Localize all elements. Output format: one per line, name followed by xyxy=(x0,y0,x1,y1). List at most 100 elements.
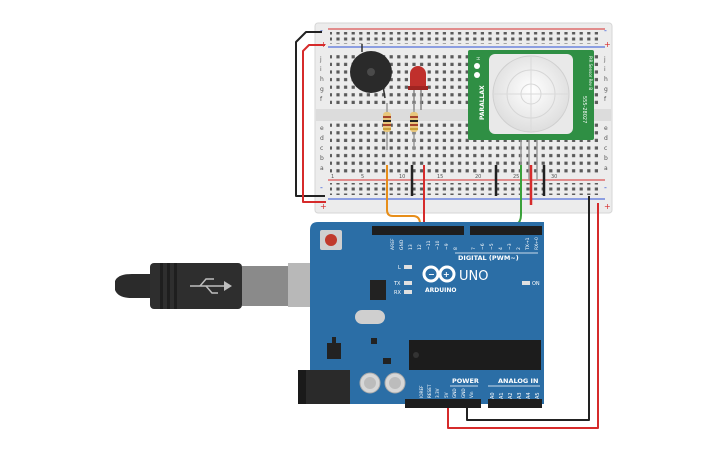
power-jack-face xyxy=(298,370,306,404)
col-number: 30 xyxy=(551,174,557,180)
resistor-band xyxy=(383,124,391,126)
arduino-label: ARDUINO xyxy=(425,287,456,294)
pin-label: ~11 xyxy=(426,240,432,250)
wire-black-rail-left[interactable] xyxy=(295,31,325,197)
smd-chip xyxy=(371,338,377,344)
pin-label: ~6 xyxy=(480,243,486,250)
row-letter: a xyxy=(604,165,608,172)
pin-label: A0 xyxy=(490,392,496,399)
row-letter: j xyxy=(319,56,322,63)
rail-minus-bottom-left: - xyxy=(320,183,323,192)
col-number: 10 xyxy=(399,174,405,180)
row-letter: a xyxy=(320,165,324,172)
header-top-left xyxy=(372,226,464,235)
crystal xyxy=(355,310,385,324)
wire-red-rail-left[interactable] xyxy=(302,44,326,203)
power-jack[interactable] xyxy=(298,370,350,404)
resistor-2[interactable] xyxy=(410,103,418,150)
smd-chip xyxy=(383,358,391,364)
rail-minus-top-right: - xyxy=(604,26,607,35)
resistor-1[interactable] xyxy=(383,103,391,150)
pir-sensor[interactable]: PARALLAX 555-28027 PIR Sensor Rev B H xyxy=(468,50,594,180)
capacitor-top xyxy=(364,377,376,389)
on-label: ON xyxy=(532,281,540,287)
logo-loop-right xyxy=(438,265,456,283)
rail-plus-bottom-left: + xyxy=(320,202,327,211)
row-letter: e xyxy=(604,125,608,132)
resistor-band xyxy=(383,120,391,122)
pin-label: 2 xyxy=(516,247,522,250)
row-letter: d xyxy=(320,135,324,142)
red-led[interactable] xyxy=(408,66,428,110)
piezo-buzzer[interactable] xyxy=(350,44,392,99)
led-label-tx: TX xyxy=(393,281,401,287)
row-letter: f xyxy=(320,96,323,103)
analog-pin-labels: A0 A1 A2 A3 A4 A5 xyxy=(490,392,541,399)
led-label-l: L xyxy=(398,265,401,271)
arduino-uno-board[interactable]: AREF GND 13 12 ~11 ~10 ~9 8 7 ~6 ~5 4 ~3… xyxy=(298,222,544,408)
top-pin-labels: AREF GND 13 12 ~11 ~10 ~9 8 7 ~6 ~5 4 ~3… xyxy=(390,237,540,251)
col-number: 5 xyxy=(361,174,364,180)
resistor-band xyxy=(410,116,418,118)
pir-brand: PARALLAX xyxy=(479,85,486,120)
pin-label: ~3 xyxy=(507,243,513,250)
pin-label: A5 xyxy=(535,392,541,399)
pin-label: ~9 xyxy=(444,243,450,250)
usb-grip xyxy=(160,263,177,309)
digital-label: DIGITAL (PWM~) xyxy=(458,254,519,262)
row-letter: c xyxy=(320,145,323,152)
row-letter: j xyxy=(603,56,606,63)
pin-label: AREF xyxy=(390,238,396,250)
rail-minus-top-left: - xyxy=(320,26,323,35)
row-letter: g xyxy=(320,86,324,93)
usb-grip-line xyxy=(167,263,170,309)
usb-symbol-branch xyxy=(199,278,214,287)
pin-label: 3.3V xyxy=(435,388,440,398)
usb-symbol-icon xyxy=(190,278,226,294)
pin-label: GND xyxy=(461,388,466,398)
power-pin-labels: IOREF RESET 3.3V 5V GND GND Vin xyxy=(419,384,474,398)
pin-label: A3 xyxy=(517,392,523,399)
onboard-led-on xyxy=(522,281,530,285)
pin-label: 5V xyxy=(444,392,449,398)
row-letter: i xyxy=(604,66,606,73)
usb-cable[interactable] xyxy=(115,263,340,309)
pin-label: 13 xyxy=(408,244,414,250)
uno-label: UNO xyxy=(459,269,488,284)
pin-label: ~10 xyxy=(435,240,441,250)
pin-label: RESET xyxy=(427,384,432,398)
usb-symbol-arrow xyxy=(224,281,232,291)
led-rim xyxy=(408,86,428,90)
pin-label: 12 xyxy=(417,244,423,250)
led-label-rx: RX xyxy=(394,290,401,296)
row-letter: e xyxy=(320,125,324,132)
pir-side-text: PIR Sensor Rev B xyxy=(588,56,593,90)
chip-notch xyxy=(413,352,419,358)
row-letter: h xyxy=(320,76,324,83)
resistor-band xyxy=(383,116,391,118)
header-analog xyxy=(488,399,542,408)
buzzer-hole xyxy=(367,68,375,76)
resistor-band xyxy=(410,128,418,130)
resistor-band xyxy=(410,120,418,122)
pin-label: A2 xyxy=(508,392,514,399)
bottom-rail-holes xyxy=(330,183,602,195)
usb-chip xyxy=(370,280,386,300)
onboard-led-rx xyxy=(404,290,412,294)
wire-red-5v[interactable] xyxy=(447,203,599,429)
logo-minus: − xyxy=(428,270,435,279)
pir-mount-hole xyxy=(474,63,480,69)
reset-button[interactable] xyxy=(325,234,337,246)
onboard-led-tx xyxy=(404,281,412,285)
row-letter: c xyxy=(604,145,607,152)
wire-orange-pin12[interactable] xyxy=(386,165,421,238)
pin-label: 7 xyxy=(471,247,477,250)
row-letters: j i h g f e d c b a j i h g f e d c b a xyxy=(319,56,608,172)
col-number: 25 xyxy=(513,174,519,180)
header-top-right xyxy=(470,226,542,235)
wire-black-gnd[interactable] xyxy=(466,196,590,421)
pin-label: ~5 xyxy=(489,243,495,250)
logo-loop-left xyxy=(422,265,440,283)
header-power xyxy=(405,399,481,408)
